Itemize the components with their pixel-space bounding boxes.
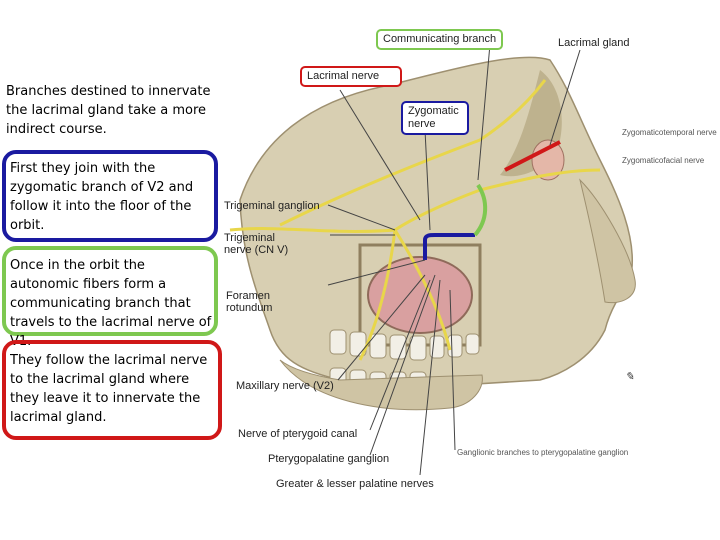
- label-ganglionic-branches: Ganglionic branches to pterygopalatine g…: [457, 448, 629, 457]
- label-pterygopalatine-ganglion: Pterygopalatine ganglion: [268, 453, 390, 465]
- artist-signature: ✎: [625, 370, 634, 383]
- step3-text: They follow the lacrimal nerve to the la…: [10, 353, 208, 425]
- label-foramen-rotundum: Foramen rotundum: [226, 290, 273, 314]
- lacrimal-nerve-callout: Lacrimal nerve: [300, 66, 402, 87]
- label-maxillary-nerve: Maxillary nerve (V2): [236, 380, 334, 392]
- nose-shape: [579, 178, 636, 304]
- label-zygomaticotemporal: Zygomaticotemporal nerve: [622, 128, 717, 137]
- step2-text: Once in the orbit the autonomic fibers f…: [10, 258, 212, 349]
- zygomatic-path: [423, 233, 475, 260]
- red-step-box: [2, 340, 222, 440]
- communicating-path: [473, 183, 488, 237]
- label-pterygoid-canal: Nerve of pterygoid canal: [238, 428, 358, 440]
- upper-teeth: [329, 329, 480, 361]
- label-trigeminal-ganglion: Trigeminal ganglion: [224, 200, 320, 212]
- label-zygomaticofacial: Zygomaticofacial nerve: [622, 156, 705, 165]
- leader-lines: [327, 43, 581, 476]
- step1-text: First they join with the zygomatic branc…: [10, 161, 194, 233]
- label-lacrimal-gland: Lacrimal gland: [558, 37, 630, 49]
- mandible-shape: [279, 359, 483, 411]
- intro-text: Branches destined to innervate the lacri…: [6, 84, 211, 137]
- label-trigeminal-nerve: Trigeminal nerve (CN V): [224, 232, 289, 256]
- nerve-network: [229, 79, 601, 361]
- skull-illustration: ✎: [229, 43, 636, 476]
- maxillary-sinus: [367, 256, 473, 334]
- label-palatine-nerves: Greater & lesser palatine nerves: [276, 478, 434, 490]
- green-step-box: [2, 246, 218, 336]
- lacrimal-path: [504, 140, 561, 172]
- zygomatic-nerve-callout: Zygomatic nerve: [401, 101, 469, 135]
- blue-step-box: [2, 150, 218, 242]
- communicating-branch-callout: Communicating branch: [376, 29, 504, 50]
